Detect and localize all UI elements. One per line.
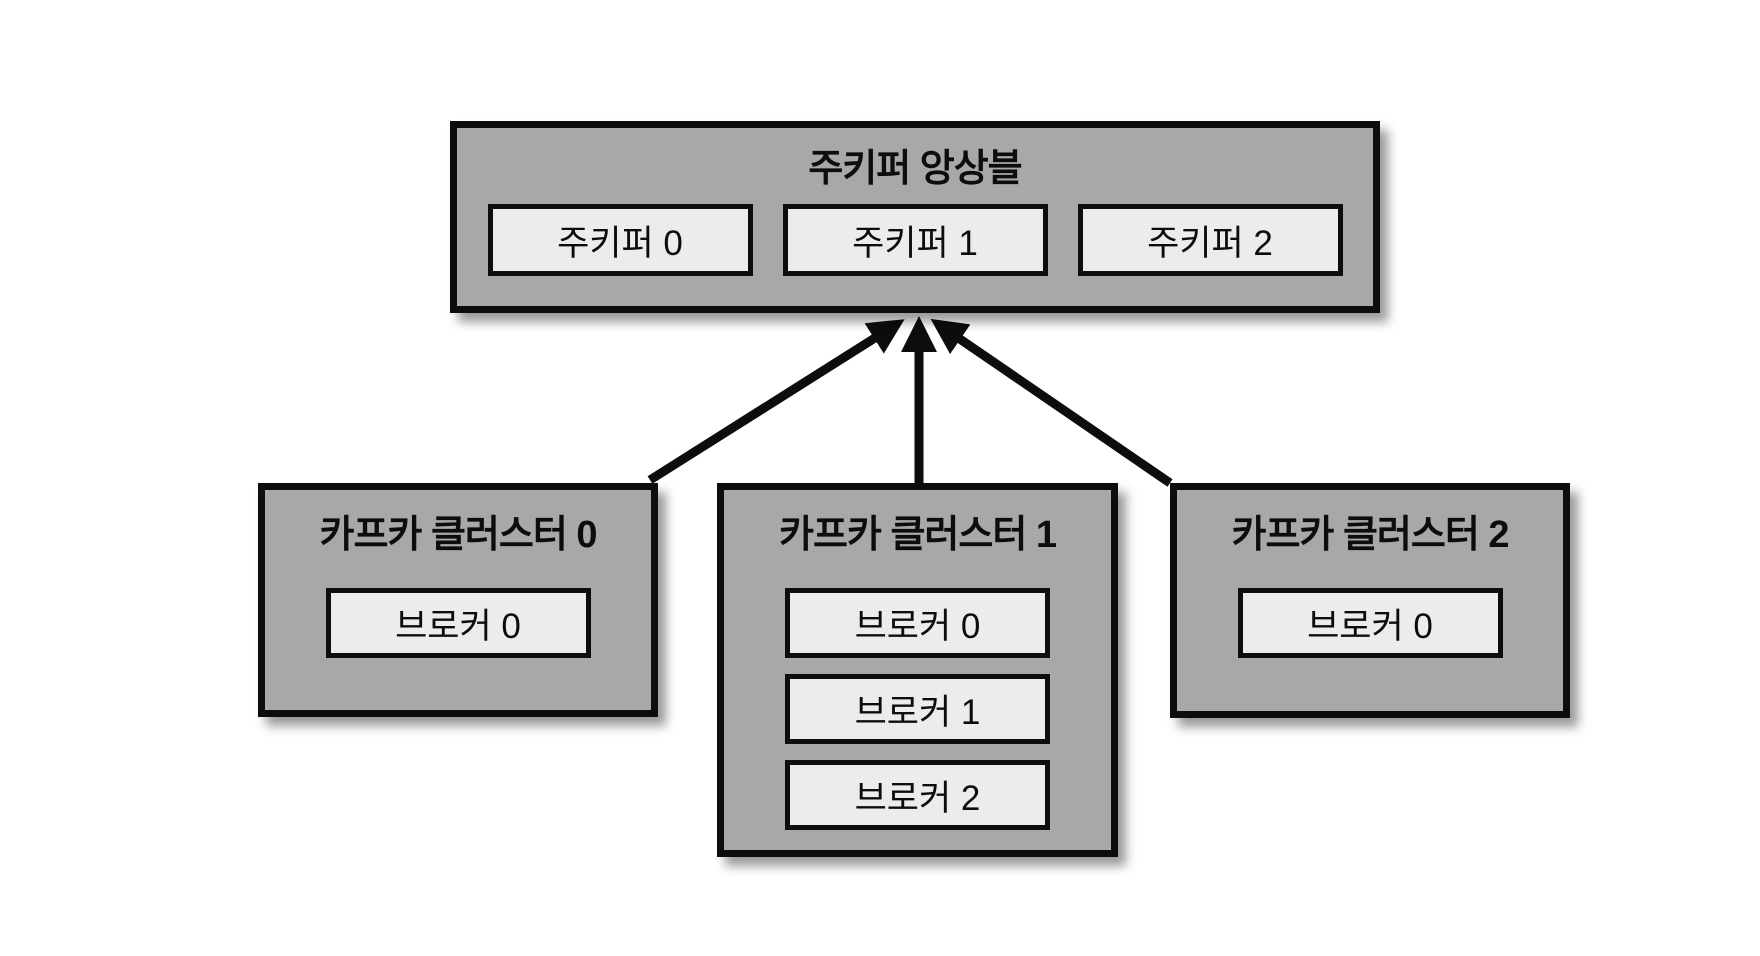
edge-cluster0-to-ensemble bbox=[647, 319, 905, 484]
zookeeper-node-1-label: 주키퍼 1 bbox=[852, 223, 978, 263]
kafka-cluster-0-brokers: 브로커 0 bbox=[265, 588, 651, 658]
broker-node-label: 브로커 1 bbox=[854, 692, 981, 732]
kafka-cluster-2-brokers: 브로커 0 bbox=[1177, 588, 1563, 658]
kafka-cluster-1-box: 카프카 클러스터 1 브로커 0 브로커 1 브로커 2 bbox=[717, 483, 1118, 857]
zookeeper-node-2: 주키퍼 2 bbox=[1077, 204, 1343, 276]
zookeeper-node-0-label: 주키퍼 0 bbox=[557, 223, 683, 263]
kafka-cluster-1-brokers: 브로커 0 브로커 1 브로커 2 bbox=[724, 588, 1111, 830]
kafka-cluster-1-title: 카프카 클러스터 1 bbox=[779, 514, 1057, 556]
zookeeper-ensemble-box: 주키퍼 앙상블 주키퍼 0 주키퍼 1 주키퍼 2 bbox=[450, 121, 1380, 313]
broker-node-label: 브로커 0 bbox=[854, 606, 981, 646]
zookeeper-ensemble-title: 주키퍼 앙상블 bbox=[808, 148, 1022, 190]
edge-cluster2-to-ensemble bbox=[930, 318, 1173, 487]
zookeeper-node-2-label: 주키퍼 2 bbox=[1147, 223, 1273, 263]
broker-node-label: 브로커 2 bbox=[854, 778, 981, 818]
kafka-cluster-2-title: 카프카 클러스터 2 bbox=[1231, 514, 1510, 556]
broker-node-label: 브로커 0 bbox=[395, 606, 521, 646]
broker-node: 브로커 1 bbox=[785, 674, 1050, 744]
kafka-cluster-0-box: 카프카 클러스터 0 브로커 0 bbox=[258, 483, 658, 717]
zookeeper-node-0: 주키퍼 0 bbox=[487, 204, 753, 276]
broker-node: 브로커 2 bbox=[785, 760, 1050, 830]
broker-node: 브로커 0 bbox=[325, 588, 591, 658]
kafka-cluster-2-box: 카프카 클러스터 2 브로커 0 bbox=[1170, 483, 1570, 718]
zookeeper-node-row: 주키퍼 0 주키퍼 1 주키퍼 2 bbox=[457, 204, 1373, 276]
broker-node: 브로커 0 bbox=[785, 588, 1050, 658]
kafka-cluster-0-title: 카프카 클러스터 0 bbox=[319, 514, 598, 556]
broker-node-label: 브로커 0 bbox=[1307, 606, 1433, 646]
zookeeper-node-1: 주키퍼 1 bbox=[782, 204, 1048, 276]
broker-node: 브로커 0 bbox=[1237, 588, 1503, 658]
